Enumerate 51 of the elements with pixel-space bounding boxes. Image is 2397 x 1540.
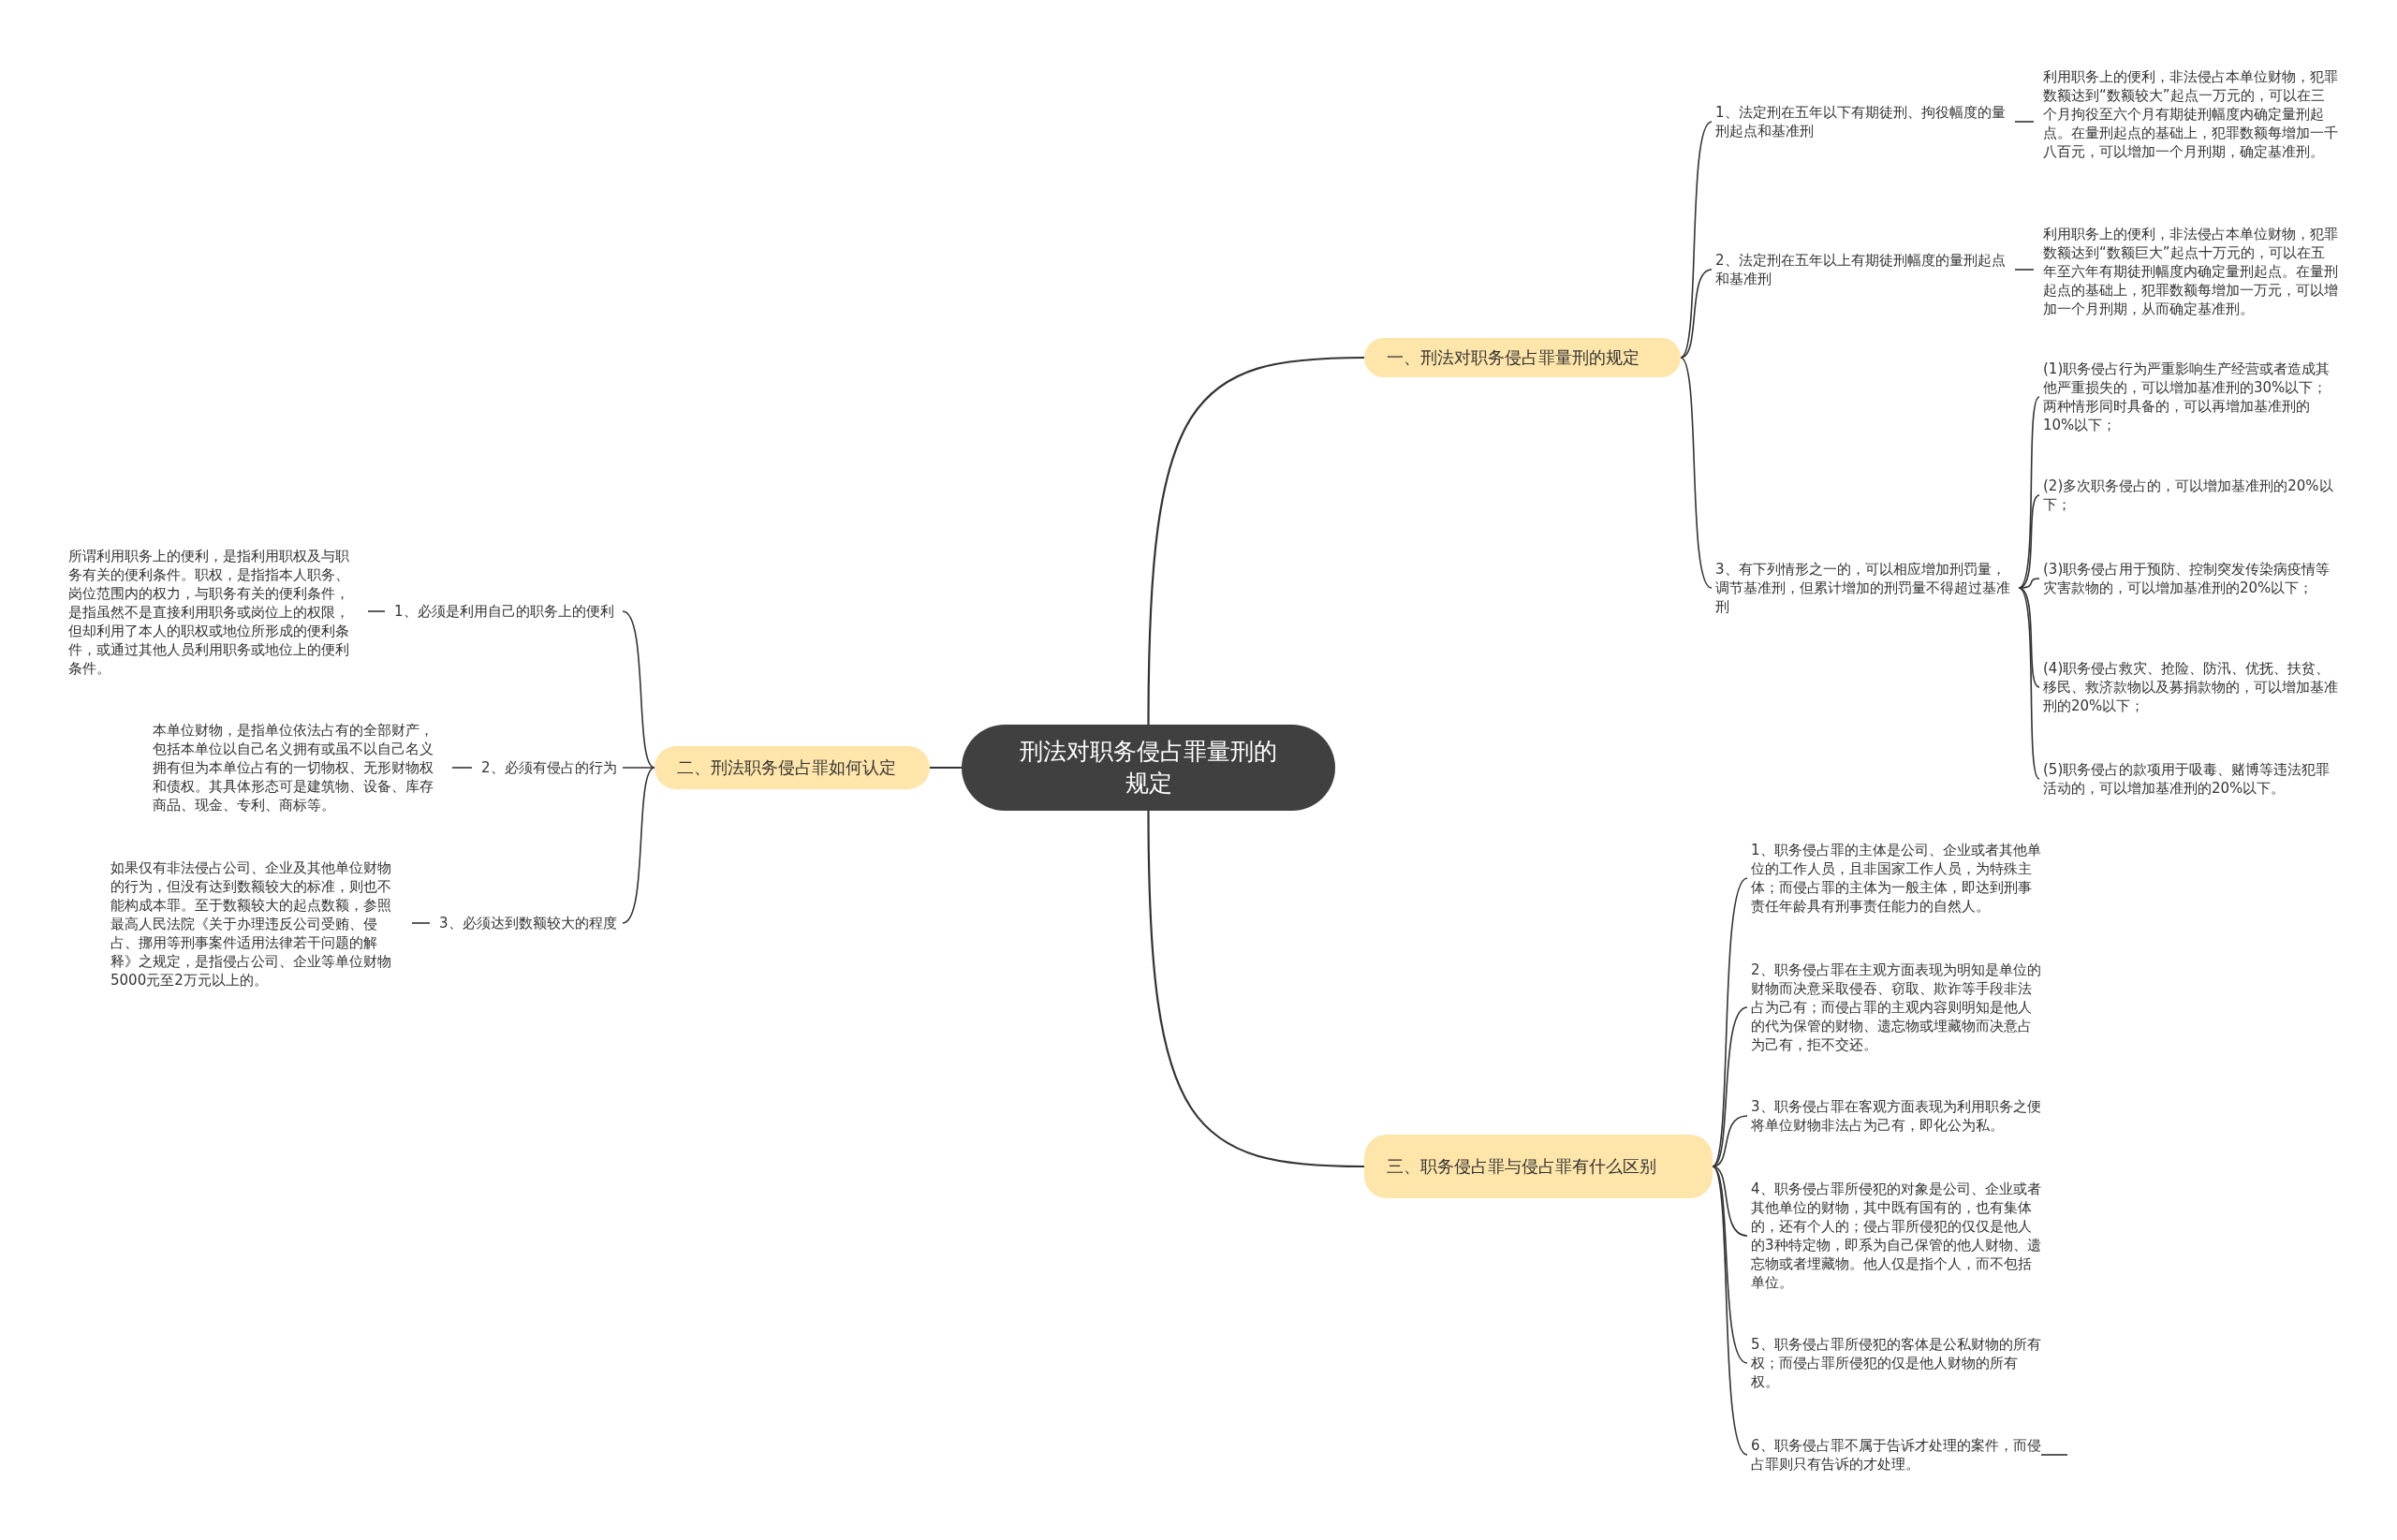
connector-line	[2018, 587, 2040, 688]
topic-text: 1、必须是利用自己的职务上的便利	[394, 602, 619, 621]
connector-line	[1680, 121, 1713, 359]
topic-text: 所谓利用职务上的便利，是指利用职权及与职务有关的便利条件。职权，是指指本人职务、岗位范围内的权力，与职务有关的便利条件，是指虽然不是直接利用职务或岗位上的权限，但却利用了本人的职权或地位所形成的便利条件，或通过其他人员利用职务或地位上的便利条件。	[68, 547, 359, 678]
connector-line	[622, 610, 655, 769]
topic-text: 2、必须有侵占的行为	[481, 758, 619, 777]
topic-text: (2)多次职务侵占的，可以增加基准刑的20%以下；	[2043, 477, 2338, 514]
branch-topic: 二、刑法职务侵占罪如何认定	[654, 746, 930, 789]
topic-text: 1、法定刑在五年以下有期徒刑、拘役幅度的量刑起点和基准刑	[1715, 103, 2006, 140]
central-topic: 刑法对职务侵占罪量刑的规定	[962, 725, 1335, 811]
connector-line	[622, 767, 655, 924]
connector-line	[2014, 269, 2035, 271]
topic-text: 3、必须达到数额较大的程度	[439, 914, 619, 932]
topic-text: 1、职务侵占罪的主体是公司、企业或者其他单位的工作人员，且非国家工作人员，为特殊主体；而侵占罪的主体为一般主体，即达到刑事责任年龄具有刑事责任能力的自然人。	[1751, 841, 2041, 916]
connector-line	[2014, 121, 2035, 123]
connector-line	[1680, 357, 1713, 589]
topic-text: 5、职务侵占罪所侵犯的客体是公私财物的所有权；而侵占罪所侵犯的仅是他人财物的所有权。	[1751, 1335, 2041, 1391]
connector-line	[367, 610, 386, 612]
connector-line	[930, 766, 962, 770]
connector-line	[1712, 1166, 1748, 1456]
connector-line	[1712, 877, 1748, 1167]
topic-text: 2、职务侵占罪在主观方面表现为明知是单位的财物而决意采取侵吞、窃取、欺诈等手段非法占为己有；而侵占罪的主观内容则明知是他人的代为保管的财物、遗忘物或埋藏物而决意占为己有，拒不交还。	[1751, 961, 2041, 1054]
topic-text: 4、职务侵占罪所侵犯的对象是公司、企业或者其他单位的财物，其中既有国有的，也有集体的，还有个人的；侵占罪所侵犯的仅仅是他人的3种特定物，即系为自己保管的他人财物、遗忘物或者埋藏物。他人仅是指个人，而不包括单位。	[1751, 1180, 2041, 1292]
topic-text: 利用职务上的便利，非法侵占本单位财物，犯罪数额达到“数额巨大”起点十万元的，可以在五年至六年有期徒刑幅度内确定量刑起点。在量刑起点的基础上，犯罪数额每增加一万元，可以增加一个月刑期，从而确定基准刑。	[2043, 225, 2338, 318]
topic-text: (5)职务侵占的款项用于吸毒、赌博等违法犯罪活动的，可以增加基准刑的20%以下。	[2043, 760, 2338, 798]
branch-topic: 三、职务侵占罪与侵占罪有什么区别	[1364, 1135, 1713, 1198]
topic-text: (3)职务侵占用于预防、控制突发传染病疫情等灾害款物的，可以增加基准刑的20%以下；	[2043, 560, 2338, 597]
topic-text: 如果仅有非法侵占公司、企业及其他单位财物的行为，但没有达到数额较大的标准，则也不能构成本罪。至于数额较大的起点数额，参照最高人民法院《关于办理违反公司受贿、侵占、挪用等刑事案件适用法律若干问题的解释》之规定，是指侵占公司、企业等单位财物5000元至2万元以上的。	[110, 858, 403, 990]
connector-line	[2040, 1454, 2068, 1456]
topic-text: (4)职务侵占救灾、抢险、防汛、优抚、扶贫、移民、救济款物以及募捐款物的，可以增加基准刑的20%以下；	[2043, 659, 2338, 715]
connector-line	[2018, 578, 2040, 589]
branch-topic: 一、刑法对职务侵占罪量刑的规定	[1364, 338, 1681, 377]
connector-line	[1712, 1166, 1748, 1364]
connector-line	[2018, 396, 2040, 589]
connector-line	[1712, 1115, 1748, 1167]
connector-line	[1680, 269, 1713, 359]
topic-text: 3、有下列情形之一的，可以相应增加刑罚量，调节基准刑，但累计增加的刑罚量不得超过基准刑	[1715, 560, 2011, 616]
topic-text: 3、职务侵占罪在客观方面表现为利用职务之便将单位财物非法占为己有，即化公为私。	[1751, 1097, 2041, 1135]
topic-text: 利用职务上的便利，非法侵占本单位财物，犯罪数额达到“数额较大”起点一万元的，可以在三个月拘役至六个月有期徒刑幅度内确定量刑起点。在量刑起点的基础上，犯罪数额每增加一千八百元，可以增加一个月刑期，确定基准刑。	[2043, 67, 2338, 161]
connector-line	[1712, 1006, 1748, 1167]
topic-text: 2、法定刑在五年以上有期徒刑幅度的量刑起点和基准刑	[1715, 251, 2006, 288]
connector-line	[411, 922, 431, 924]
connector-line	[451, 767, 473, 769]
connector-line	[1147, 811, 1365, 1168]
connector-line	[1147, 356, 1365, 725]
connector-line	[1712, 1166, 1748, 1237]
topic-text: 本单位财物，是指单位依法占有的全部财产，包括本单位以自己名义拥有或虽不以自己名义拥有但为本单位占有的一切物权、无形财物权和债权。其具体形态可是建筑物、设备、库存商品、现金、专利、商标等。	[153, 721, 443, 814]
topic-text: 6、职务侵占罪不属于告诉才处理的案件，而侵占罪则只有告诉的才处理。	[1751, 1436, 2041, 1474]
topic-text: (1)职务侵占行为严重影响生产经营或者造成其他严重损失的，可以增加基准刑的30%以下；两种情形同时具备的，可以再增加基准刑的10%以下；	[2043, 359, 2338, 434]
connector-line	[622, 767, 655, 769]
connector-line	[2018, 587, 2040, 780]
